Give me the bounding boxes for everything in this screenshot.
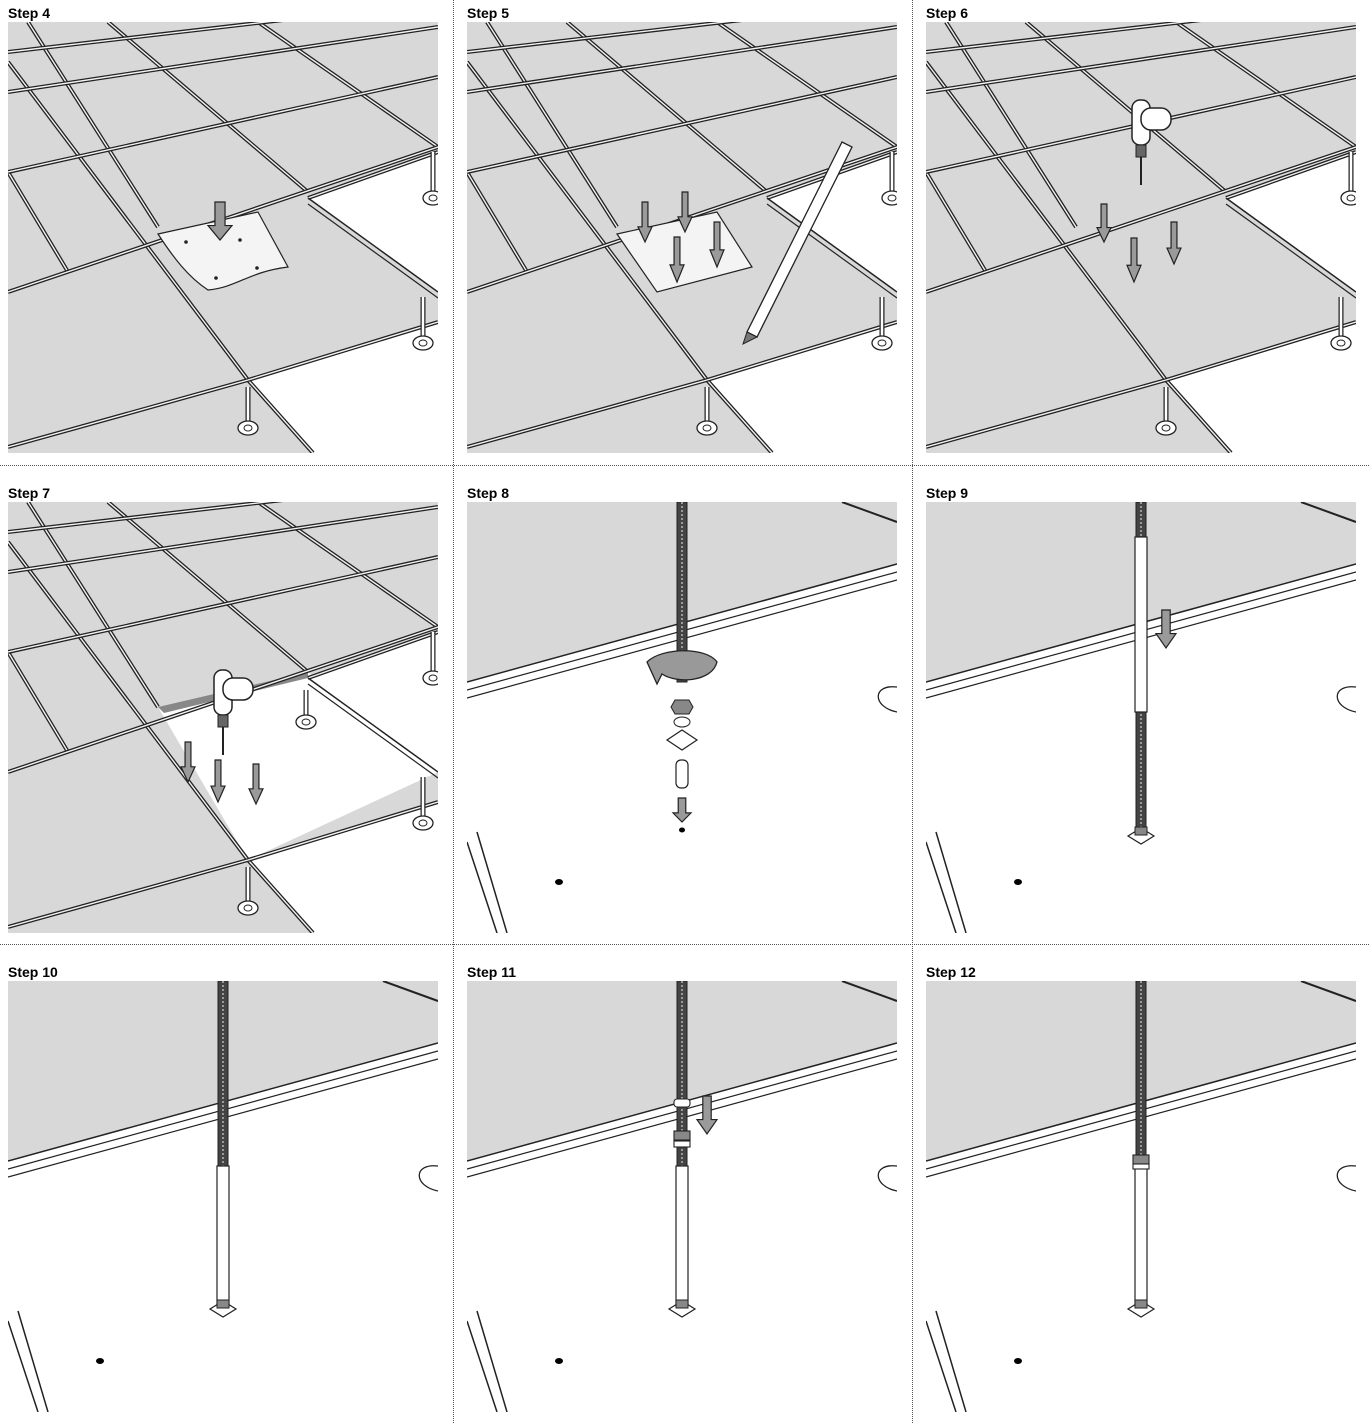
step-label: Step 4	[8, 5, 50, 21]
panel-step-10: Step 10	[0, 959, 453, 1423]
hex-nut	[674, 1131, 690, 1140]
illustration-floor-template	[8, 22, 438, 453]
step-label: Step 6	[926, 5, 968, 21]
pedestal-base-hole	[878, 340, 886, 346]
anchor-hole	[555, 1358, 563, 1364]
pedestal-base-hole	[302, 719, 310, 725]
template-hole	[184, 240, 188, 244]
step-label: Step 5	[467, 5, 509, 21]
washer-lower	[674, 1141, 690, 1147]
panel-step-8: Step 8	[459, 480, 912, 944]
column-divider-2	[912, 0, 913, 1423]
hex-nut	[671, 700, 693, 714]
anchor-hole	[679, 828, 685, 833]
rod-sleeve	[217, 1166, 229, 1306]
drill-chuck	[1136, 145, 1146, 157]
illustration-sleeve-installed	[8, 981, 438, 1412]
anchor-hole	[1014, 1358, 1022, 1364]
drill-handle	[223, 678, 253, 700]
base-nut	[1135, 1300, 1147, 1308]
anchor-sleeve	[676, 760, 688, 788]
step-label: Step 12	[926, 964, 976, 980]
pedestal-base-hole	[419, 340, 427, 346]
drill-chuck	[218, 715, 228, 727]
washer	[674, 717, 690, 727]
panel-step-5: Step 5	[459, 0, 912, 465]
rod-sleeve	[1135, 1166, 1147, 1306]
illustration-floor-mark	[467, 22, 897, 453]
step-label: Step 7	[8, 485, 50, 501]
washer	[1133, 1164, 1149, 1169]
pedestal-base-hole	[888, 195, 896, 201]
panel-step-7: Step 7	[0, 480, 453, 944]
illustration-nut-tightened	[926, 981, 1356, 1412]
hex-nut	[1133, 1155, 1149, 1164]
panel-step-12: Step 12	[918, 959, 1369, 1423]
pedestal-base-hole	[419, 820, 427, 826]
rod-sleeve	[1135, 537, 1147, 712]
pedestal-base-hole	[1337, 340, 1345, 346]
step-label: Step 11	[467, 964, 516, 980]
row-divider-1	[0, 465, 1369, 466]
washer	[674, 1099, 690, 1107]
pedestal-base-hole	[244, 905, 252, 911]
anchor-hole	[96, 1358, 104, 1364]
illustration-floor-open-drill	[8, 502, 438, 933]
base-nut	[217, 1300, 229, 1308]
drill-handle	[1141, 108, 1171, 130]
pedestal-base-hole	[1162, 425, 1170, 431]
base-nut	[1135, 827, 1147, 835]
anchor-hole	[1014, 879, 1022, 885]
row-divider-2	[0, 944, 1369, 945]
panel-step-6: Step 6	[918, 0, 1369, 465]
illustration-sleeve-down	[926, 502, 1356, 933]
template-hole	[238, 238, 242, 242]
pedestal-base-hole	[429, 195, 437, 201]
pedestal-base-hole	[429, 675, 437, 681]
panel-step-4: Step 4	[0, 0, 453, 465]
anchor-hole	[555, 879, 563, 885]
pedestal-base-hole	[703, 425, 711, 431]
illustration-nut-washer-down	[467, 981, 897, 1412]
panel-step-11: Step 11	[459, 959, 912, 1423]
illustration-floor-drill	[926, 22, 1356, 453]
template-hole	[214, 276, 218, 280]
panel-step-9: Step 9	[918, 480, 1369, 944]
illustration-rod-parts	[467, 502, 897, 933]
pedestal-base-hole	[1347, 195, 1355, 201]
pedestal-base-hole	[244, 425, 252, 431]
template-hole	[255, 266, 259, 270]
step-label: Step 9	[926, 485, 968, 501]
step-label: Step 8	[467, 485, 509, 501]
base-nut	[676, 1300, 688, 1308]
rod-sleeve	[676, 1166, 688, 1306]
column-divider-1	[453, 0, 454, 1423]
step-label: Step 10	[8, 964, 58, 980]
